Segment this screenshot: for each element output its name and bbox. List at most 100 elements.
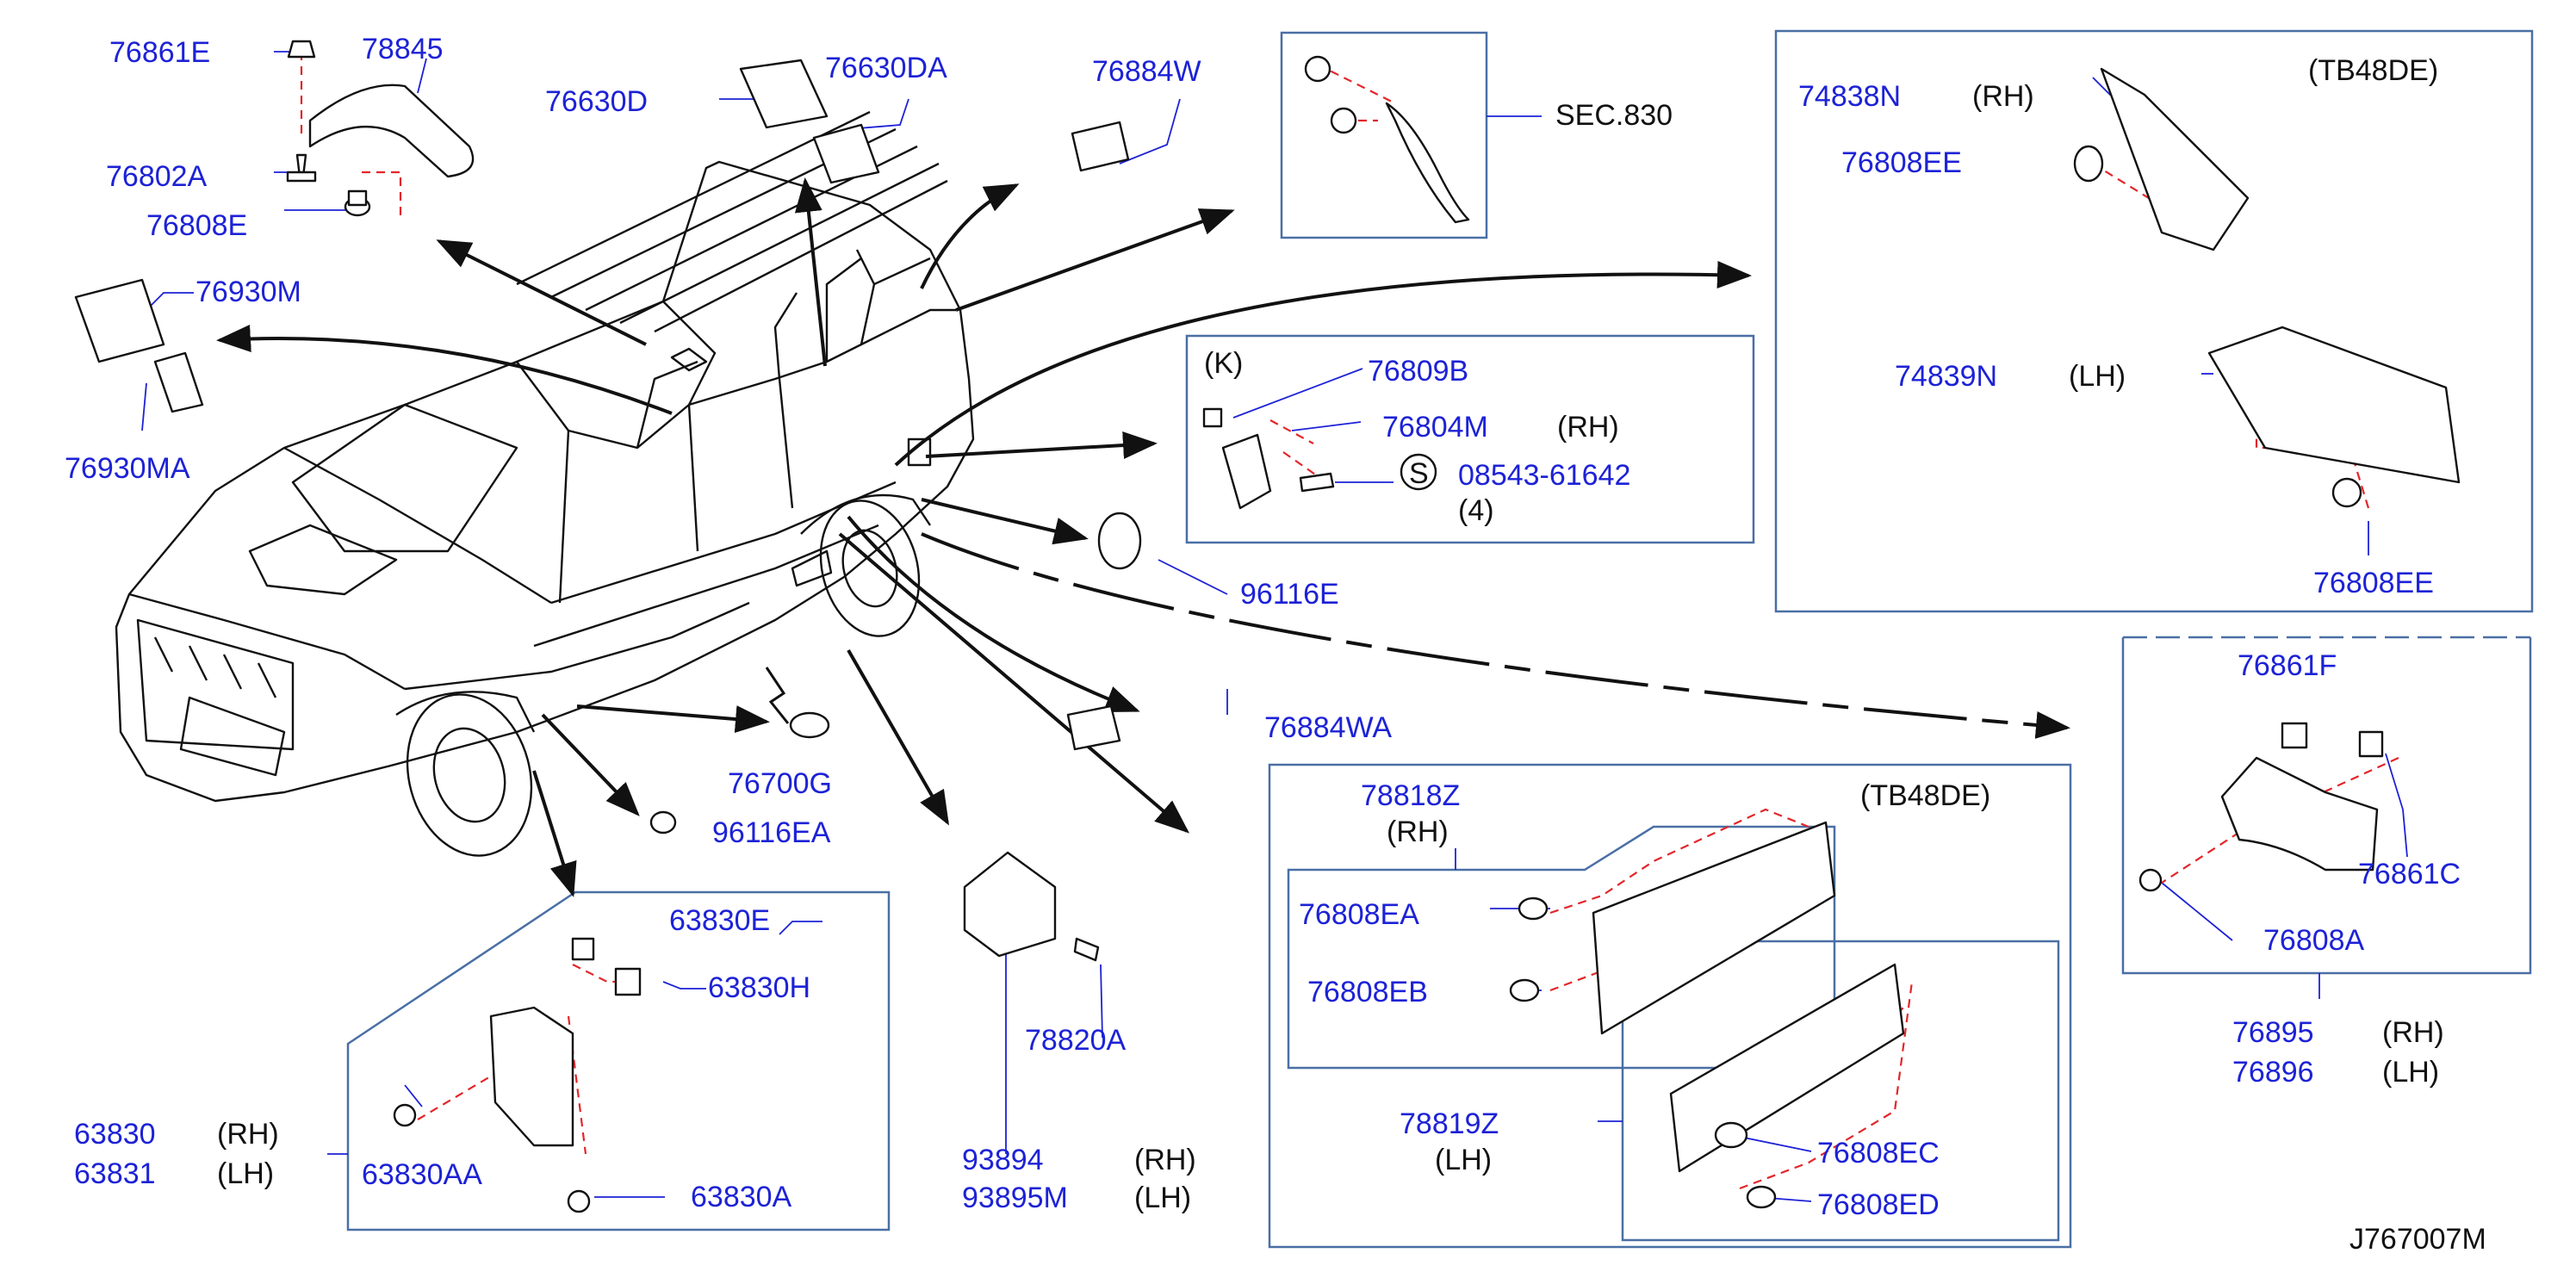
- callout-78818Z: 78818Z: [1361, 779, 1461, 812]
- grommet-icon: [649, 810, 677, 834]
- callout-76802A: 76802A: [106, 160, 208, 193]
- callout-93895M: 93895M: [962, 1182, 1068, 1214]
- screw-icon: [286, 153, 317, 183]
- box-sill-rh: [1287, 825, 1836, 1070]
- callout-76808ED: 76808ED: [1817, 1188, 1940, 1221]
- sec830-label: SEC.830: [1555, 99, 1673, 132]
- side-76896: (LH): [2382, 1056, 2440, 1089]
- callout-93894: 93894: [962, 1144, 1044, 1176]
- pad-icon: [739, 59, 829, 129]
- callout-76809B: 76809B: [1368, 355, 1469, 388]
- clip-icon: [2331, 477, 2362, 508]
- part-shapes: [74, 40, 2461, 1213]
- callout-76808EB: 76808EB: [1307, 976, 1428, 1008]
- screw-icon: [393, 1103, 591, 1213]
- s-mark: S: [1409, 457, 1429, 490]
- screw-icon: [1299, 472, 1335, 493]
- callout-76808E: 76808E: [146, 209, 248, 242]
- side-93894: (RH): [1134, 1144, 1196, 1176]
- callout-63831: 63831: [74, 1157, 156, 1190]
- leader-lines: [141, 51, 2408, 1202]
- mud-guard-icon: [489, 1006, 574, 1147]
- side-76804M: (RH): [1557, 411, 1619, 444]
- clip-icon: [2281, 722, 2384, 758]
- clip-icon: [571, 937, 642, 996]
- box-sill: [1268, 763, 2072, 1249]
- callout-63830H: 63830H: [708, 971, 811, 1004]
- pad-icon: [74, 278, 165, 363]
- callout-63830AA: 63830AA: [362, 1158, 482, 1191]
- clip-icon: [1202, 407, 1223, 428]
- grommet-icon: [789, 711, 830, 739]
- pad-icon: [153, 351, 204, 413]
- callout-74838N: 74838N: [1798, 80, 1902, 113]
- tb48de-top-label: (TB48DE): [2308, 54, 2439, 87]
- bracket-icon: [2100, 67, 2250, 251]
- callout-76808EE-a: 76808EE: [1841, 146, 1962, 179]
- mud-guard-icon: [2220, 756, 2379, 872]
- pad-icon: [1071, 121, 1130, 172]
- side-78819Z: (LH): [1435, 1144, 1493, 1176]
- callout-76884W: 76884W: [1092, 55, 1201, 88]
- callout-76630D: 76630D: [545, 85, 649, 118]
- callout-78819Z: 78819Z: [1400, 1107, 1499, 1140]
- pad-icon: [812, 123, 880, 184]
- clip-icon: [287, 40, 316, 59]
- callout-63830: 63830: [74, 1118, 156, 1151]
- side-74839N: (LH): [2069, 360, 2126, 393]
- plug-icon: [1066, 704, 1121, 751]
- callout-76895: 76895: [2232, 1016, 2314, 1049]
- grommet-icon: [2073, 145, 2104, 183]
- callout-76804M: 76804M: [1382, 411, 1488, 444]
- side-63831: (LH): [217, 1157, 275, 1190]
- grommet-icon: [344, 189, 371, 217]
- callout-63830A: 63830A: [691, 1181, 792, 1213]
- callout-76700G: 76700G: [728, 767, 832, 800]
- callout-76808A: 76808A: [2263, 924, 2365, 957]
- callout-08543-61642: 08543-61642: [1458, 459, 1631, 492]
- box-sill-lh: [1621, 940, 2060, 1242]
- grommet-icon: [1097, 512, 1142, 570]
- side-76895: (RH): [2382, 1016, 2444, 1049]
- sec830-box: [1280, 31, 1488, 239]
- callout-76861E: 76861E: [109, 36, 211, 69]
- box-front-mudguard: [346, 890, 891, 1231]
- bracket-icon: [2207, 326, 2461, 484]
- bracket-icon: [308, 84, 475, 178]
- side-74838N: (RH): [1972, 80, 2034, 113]
- callout-76630DA: 76630DA: [825, 52, 947, 84]
- callout-arrows: [216, 177, 2070, 897]
- s-circle-icon: [1400, 453, 1437, 491]
- side-78818Z: (RH): [1387, 816, 1449, 848]
- callout-76861F: 76861F: [2238, 649, 2337, 682]
- bracket-icon: [1669, 963, 1905, 1173]
- diagram-code: J767007M: [2349, 1223, 2486, 1256]
- callout-76808EA: 76808EA: [1299, 898, 1419, 931]
- tb48de-sill-label: (TB48DE): [1860, 779, 1991, 812]
- box-tb48de-top: [1774, 29, 2534, 613]
- callout-76884WA: 76884WA: [1264, 711, 1393, 744]
- callout-78820A: 78820A: [1025, 1024, 1127, 1057]
- box-k: [1185, 334, 1755, 544]
- callout-96116E: 96116E: [1240, 578, 1339, 611]
- bracket-icon: [1221, 433, 1272, 510]
- callout-76861C: 76861C: [2358, 858, 2461, 890]
- clip-icon: [1509, 896, 1549, 1002]
- callout-76808EC: 76808EC: [1817, 1137, 1940, 1169]
- bracket-icon: [1385, 102, 1470, 224]
- side-93895M: (LH): [1134, 1182, 1192, 1214]
- plug-icon: [963, 851, 1057, 958]
- bracket-icon: [1592, 821, 1836, 1035]
- callout-63830E: 63830E: [669, 904, 771, 937]
- callout-76930M: 76930M: [196, 276, 301, 308]
- callout-96116EA: 96116EA: [712, 816, 831, 849]
- callout-76896: 76896: [2232, 1056, 2314, 1089]
- box-rear-mudguard: [2121, 637, 2532, 975]
- callout-76808EE-b: 76808EE: [2313, 567, 2434, 599]
- callout-76930MA: 76930MA: [65, 452, 190, 485]
- qty-08543-61642: (4): [1458, 494, 1494, 527]
- screw-icon: [1073, 937, 1100, 962]
- clip-icon: [1714, 1121, 1777, 1209]
